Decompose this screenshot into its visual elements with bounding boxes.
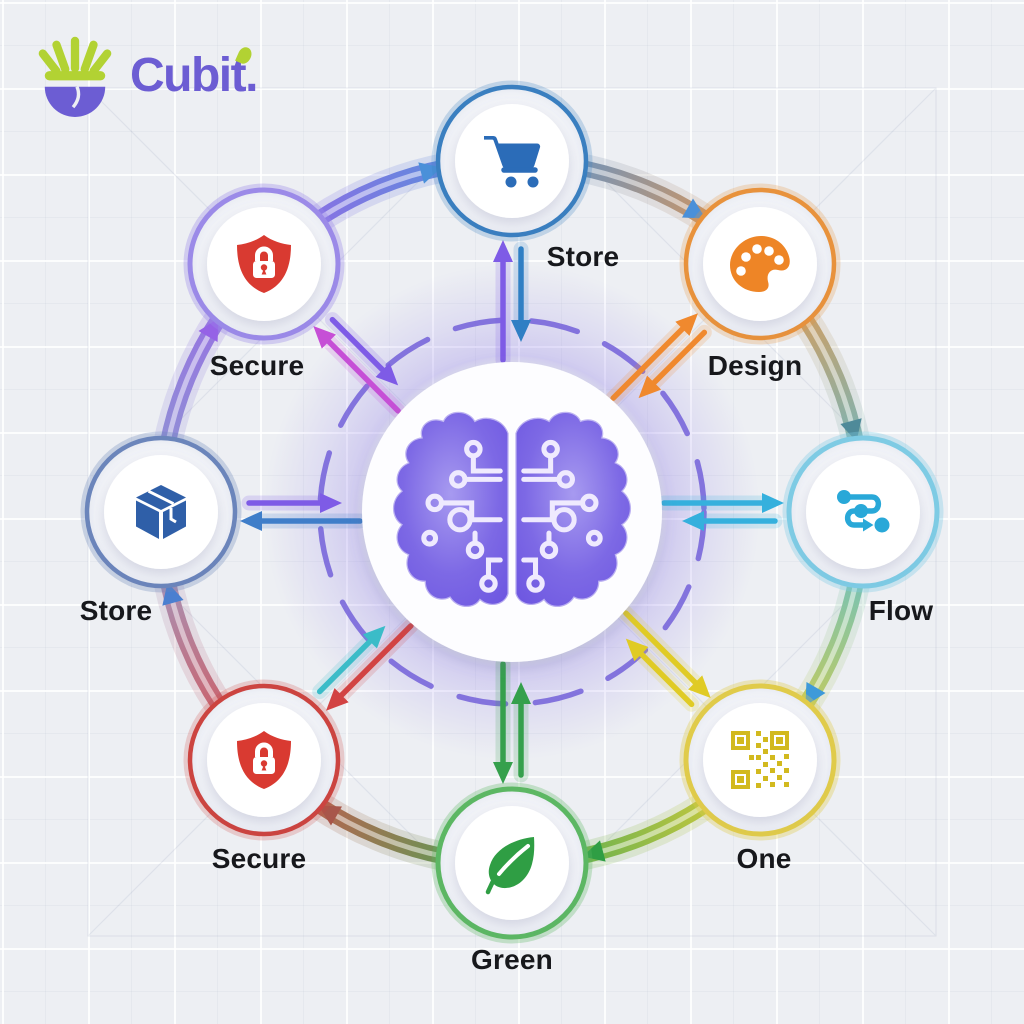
node-label-store-left: Store bbox=[79, 595, 153, 626]
ring-arrow-icon bbox=[418, 162, 442, 184]
spoke-arrowhead-icon bbox=[493, 762, 513, 784]
center-hub bbox=[362, 362, 662, 662]
palette-icon bbox=[730, 236, 790, 292]
qr-code-icon bbox=[731, 731, 789, 789]
node-label-design: Design bbox=[707, 350, 803, 381]
flow-steps-icon bbox=[837, 490, 890, 533]
spoke-arrowhead-icon bbox=[313, 326, 336, 349]
spoke-line bbox=[651, 329, 708, 386]
node-secure-bottom-left bbox=[183, 679, 345, 841]
ring-arrow-icon bbox=[318, 805, 342, 826]
spoke-line bbox=[623, 610, 700, 687]
spoke-arrowhead-icon bbox=[375, 362, 399, 386]
ring-arrow-icon bbox=[682, 198, 706, 219]
spoke-arrowhead-icon bbox=[762, 493, 784, 513]
ring-arrow-icon bbox=[805, 682, 826, 706]
shopping-cart-icon bbox=[484, 135, 541, 188]
spoke-line bbox=[610, 324, 687, 401]
node-store-left bbox=[80, 431, 242, 593]
spoke-arrowhead-icon bbox=[682, 511, 704, 531]
spoke-line bbox=[329, 316, 386, 373]
brand-logo: Cubit. bbox=[36, 34, 258, 118]
node-label-secure-bottom-left: Secure bbox=[211, 843, 307, 874]
spoke-line bbox=[324, 337, 401, 414]
node-flow bbox=[782, 431, 944, 593]
shield-lock-icon bbox=[237, 731, 291, 789]
spoke-arrowhead-icon bbox=[326, 688, 349, 711]
ring-arrow-icon bbox=[582, 840, 606, 862]
node-secure-top-left bbox=[183, 183, 345, 345]
node-one bbox=[679, 679, 841, 841]
spoke-arrowhead-icon bbox=[493, 240, 513, 262]
spoke-arrowhead-icon bbox=[240, 511, 262, 531]
node-label-flow: Flow bbox=[868, 595, 934, 626]
spoke-arrowhead-icon bbox=[638, 375, 662, 399]
node-green bbox=[431, 782, 593, 944]
spoke-arrowhead-icon bbox=[511, 682, 531, 704]
spoke-arrowhead-icon bbox=[511, 320, 531, 342]
spoke-line bbox=[638, 651, 695, 708]
brand-wordmark: Cubit. bbox=[130, 49, 258, 102]
spoke-arrowhead-icon bbox=[362, 625, 386, 649]
node-store-top bbox=[431, 80, 593, 242]
spoke-arrowhead-icon bbox=[675, 313, 698, 336]
spoke-arrows bbox=[240, 240, 784, 784]
node-label-secure-top-left: Secure bbox=[209, 350, 305, 381]
node-label-green: Green bbox=[471, 944, 553, 975]
ring-arrow-icon bbox=[198, 318, 219, 342]
leaf-icon bbox=[485, 837, 535, 895]
spoke-line bbox=[337, 623, 414, 700]
node-design bbox=[679, 183, 841, 345]
spoke-arrowhead-icon bbox=[320, 493, 342, 513]
node-label-one: One bbox=[736, 843, 792, 874]
ring-arrow-icon bbox=[162, 582, 184, 606]
circuit-brain-icon bbox=[391, 412, 631, 607]
sprout-bowl-logo-icon bbox=[38, 36, 112, 117]
spoke-arrowhead-icon bbox=[625, 638, 649, 662]
spoke-line bbox=[316, 638, 373, 695]
spoke-arrowhead-icon bbox=[688, 675, 711, 698]
node-label-store-top: Store bbox=[546, 241, 620, 272]
ring-arrow-icon bbox=[840, 418, 862, 442]
package-box-icon bbox=[136, 485, 186, 539]
shield-lock-icon bbox=[237, 235, 291, 293]
